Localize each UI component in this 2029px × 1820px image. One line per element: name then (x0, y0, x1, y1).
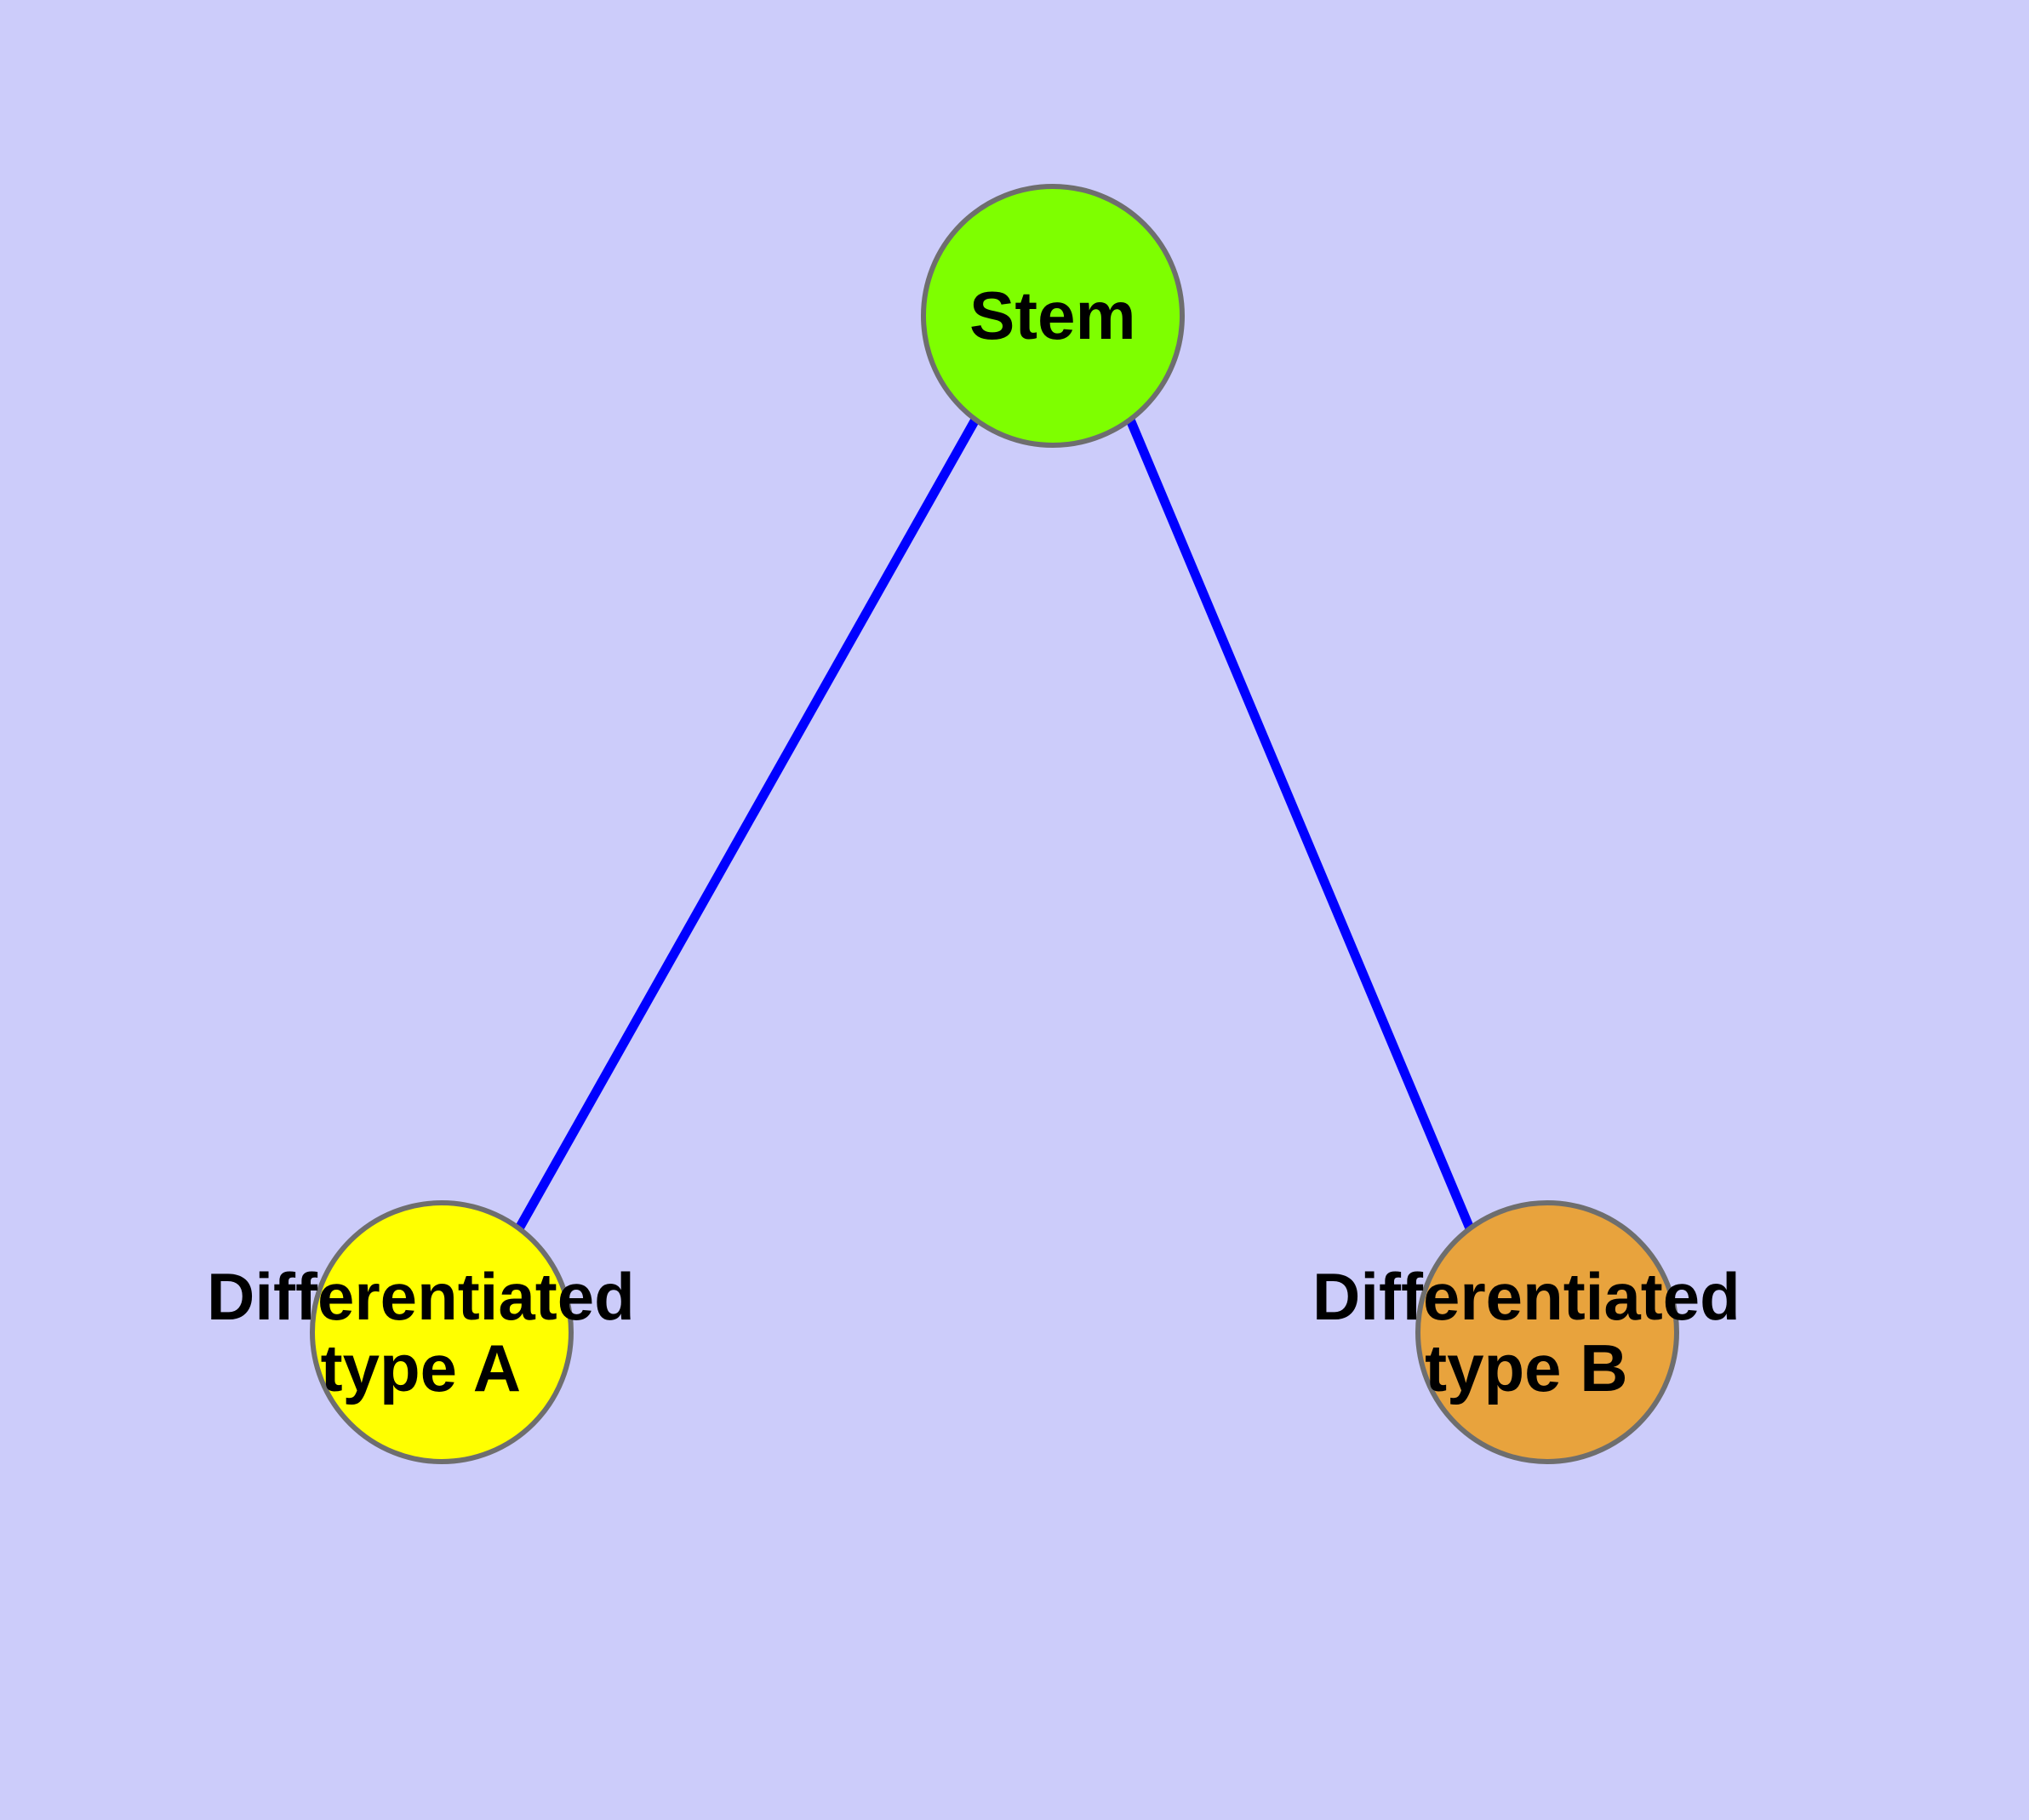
node-differentiated-type-b[interactable] (1415, 1200, 1679, 1464)
edges-group (515, 417, 1475, 1231)
nodes-group (310, 184, 1679, 1464)
node-stem[interactable] (921, 184, 1185, 448)
edge-stem-to-diff-a[interactable] (515, 417, 980, 1231)
node-differentiated-type-a[interactable] (310, 1200, 574, 1464)
edge-stem-to-diff-b[interactable] (1125, 417, 1475, 1231)
